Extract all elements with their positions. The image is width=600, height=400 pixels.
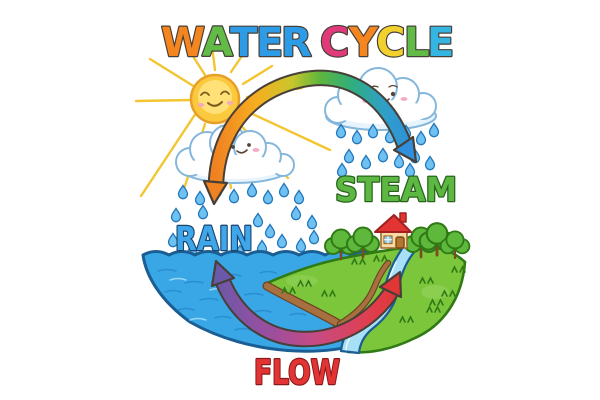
cloud-body <box>187 155 283 179</box>
water-streak <box>254 309 272 313</box>
sun-ray <box>210 44 217 72</box>
sun-center <box>198 80 232 114</box>
water-streak <box>259 270 277 274</box>
land-mass <box>262 246 467 354</box>
water-streak <box>164 289 182 293</box>
sun-eye <box>200 91 210 96</box>
water-streak <box>214 315 232 319</box>
sun-ray <box>187 48 207 77</box>
title-letter: E <box>427 20 454 66</box>
house-door <box>395 236 405 249</box>
title-letter: W <box>161 20 205 66</box>
top-arc <box>209 71 411 189</box>
title-letter: L <box>404 20 430 66</box>
sun-cheek <box>226 101 234 105</box>
down-arrowhead-orange <box>202 179 229 206</box>
title-letter: T <box>230 20 258 66</box>
water-streak <box>189 317 207 321</box>
water-streak <box>289 312 307 316</box>
cloud-cheek <box>400 97 408 101</box>
evaporation-condensation-arc <box>202 69 418 206</box>
sun-ray <box>139 111 198 198</box>
shore-edge <box>263 282 343 328</box>
sun-ray <box>242 108 332 152</box>
water-streak <box>169 277 187 281</box>
steam-label: STEAM <box>335 170 457 209</box>
water-streak <box>157 268 177 272</box>
flow-label: FLOW <box>254 353 340 393</box>
rain-label: RAIN <box>175 219 253 258</box>
flow-arc <box>210 259 403 348</box>
sun-eye <box>220 90 230 95</box>
title-letter: C <box>320 20 349 66</box>
sun-ray <box>241 64 274 86</box>
riverbank-edge <box>337 260 391 327</box>
cloud-smile <box>236 149 248 154</box>
sun-ray <box>148 57 197 89</box>
bottom-arc <box>216 275 398 346</box>
house-icon <box>374 212 412 249</box>
house-roof <box>374 214 412 233</box>
water-streak <box>177 307 195 311</box>
sun-ray <box>134 98 193 103</box>
house-chimney <box>399 212 407 223</box>
water-streak <box>184 280 204 284</box>
sun-smile <box>207 101 223 107</box>
title-letter: C <box>376 20 405 66</box>
cloud-eyebrow <box>388 84 398 88</box>
water-streak <box>244 292 264 296</box>
up-arrowhead-purple <box>210 259 236 288</box>
sun-ray <box>229 48 248 74</box>
title-letter: E <box>256 20 283 66</box>
up-arrowhead-red <box>378 270 403 299</box>
page-title: W A T E R C Y C L E <box>160 19 456 67</box>
cloud-cheek <box>252 148 260 152</box>
sun-icon <box>189 73 241 125</box>
cloud-eye <box>231 145 235 149</box>
sun-face <box>200 90 230 107</box>
window-cross <box>384 236 392 244</box>
title-letter: R <box>281 20 312 66</box>
title-letter: Y <box>348 20 379 66</box>
water-streak <box>199 297 219 301</box>
cloud-eye <box>247 143 251 147</box>
cloud-eye <box>390 91 396 97</box>
down-arrowhead-blue <box>392 135 418 164</box>
title-letter: A <box>202 20 233 66</box>
sun-cheek <box>197 103 205 107</box>
